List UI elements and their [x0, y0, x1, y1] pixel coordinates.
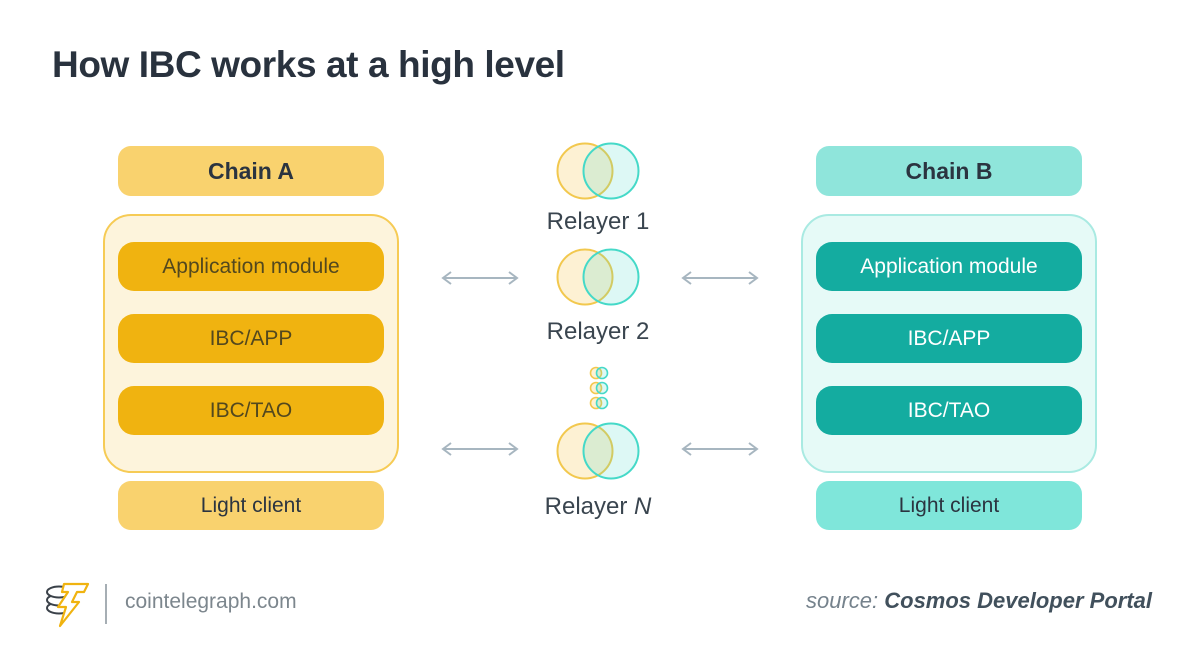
footer-source: source: Cosmos Developer Portal: [806, 588, 1152, 614]
relayer-ellipsis-mini-venn-icon: [589, 381, 609, 395]
bidirectional-arrow-icon: [681, 442, 759, 456]
chain-b-ibc-app-module: IBC/APP: [816, 314, 1082, 363]
source-label: source:: [805, 588, 885, 613]
relayer-n-venn-diagram-icon: [556, 422, 640, 480]
source-value: Cosmos Developer Portal: [884, 588, 1152, 613]
footer-site-url: cointelegraph.com: [125, 590, 297, 613]
bidirectional-arrow-icon: [441, 442, 519, 456]
chain-b-ibc-tao-module: IBC/TAO: [816, 386, 1082, 435]
relayer-2-venn-diagram-icon: [556, 248, 640, 306]
relayer-n-label: Relayer N: [518, 493, 678, 521]
cointelegraph-logo-icon: [46, 582, 90, 628]
chain-a-ibc-app-module: IBC/APP: [118, 314, 384, 363]
chain-a-ibc-tao-module: IBC/TAO: [118, 386, 384, 435]
chain-a-light-client: Light client: [118, 481, 384, 530]
page-title: How IBC works at a high level: [52, 44, 565, 85]
bidirectional-arrow-icon: [681, 271, 759, 285]
chain-a-application-module: Application module: [118, 242, 384, 291]
relayer-n-prefix: Relayer: [544, 493, 635, 520]
bidirectional-arrow-icon: [441, 271, 519, 285]
relayer-ellipsis-mini-venn-icon: [589, 366, 609, 380]
chain-b-application-module: Application module: [816, 242, 1082, 291]
relayer-1-venn-diagram-icon: [556, 142, 640, 200]
chain-b-header: Chain B: [816, 146, 1082, 196]
footer-divider: [105, 584, 107, 624]
chain-a-header: Chain A: [118, 146, 384, 196]
relayer-ellipsis-mini-venn-icon: [589, 396, 609, 410]
relayer-1-label: Relayer 1: [546, 208, 650, 235]
chain-b-light-client: Light client: [816, 481, 1082, 530]
relayer-n-italic-suffix: N: [634, 493, 652, 520]
relayer-2-label: Relayer 2: [546, 318, 650, 345]
